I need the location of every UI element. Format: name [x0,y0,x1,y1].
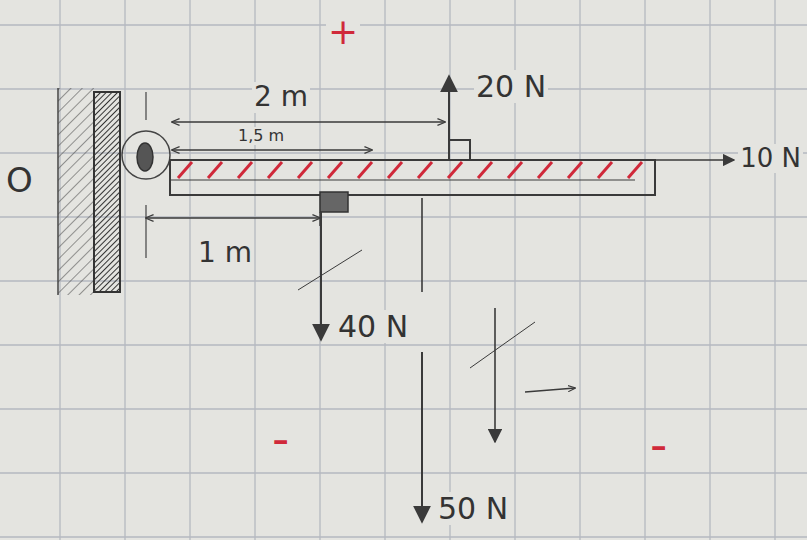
dimension-label: 1 m [196,238,254,269]
dimension-label: 1,5 m [236,127,286,145]
dimension-label: 2 m [252,82,310,113]
wall-support [58,88,120,295]
pin-joint [122,92,170,258]
dimension-lines [146,122,445,226]
beam [170,160,655,195]
support-block [320,192,348,212]
sign-label: - [648,418,669,471]
point-label: O [4,162,35,199]
force-label: 50 N [436,492,510,525]
sign-label: + [326,12,360,52]
force-label: 10 N [738,144,803,173]
force-label: 40 N [336,310,410,343]
force-arrows [298,76,734,522]
sign-label: - [270,412,291,465]
force-label: 20 N [474,70,548,103]
